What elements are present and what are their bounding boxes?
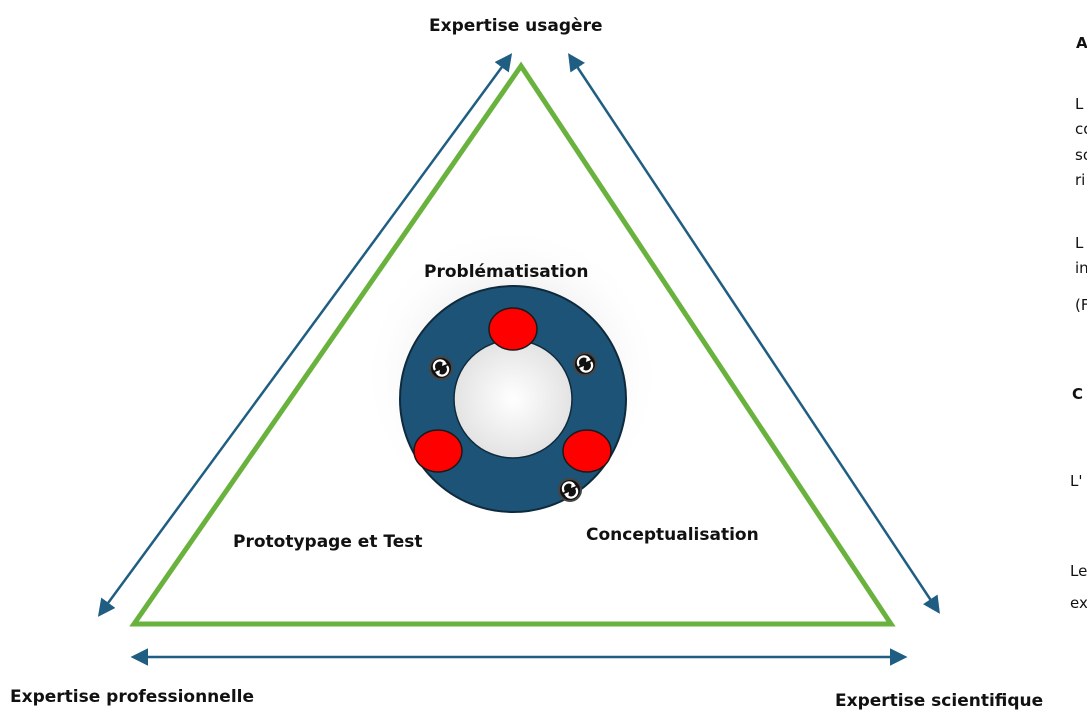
label-expertise-scientifique: Expertise scientifique xyxy=(835,691,1043,711)
green-triangle xyxy=(129,61,896,627)
side-heading-2: C xyxy=(1072,385,1083,403)
side-heading-1: A xyxy=(1076,34,1087,52)
label-problematisation: Problématisation xyxy=(424,262,589,282)
side-line: ex xyxy=(1070,594,1087,612)
side-line: in xyxy=(1075,259,1087,277)
cycle-icon xyxy=(429,356,453,380)
cycle-ring-hole xyxy=(453,339,573,459)
side-line: Le xyxy=(1070,562,1087,580)
cycle-icon xyxy=(558,478,582,502)
arrow-left-side xyxy=(97,53,513,617)
red-dot-right xyxy=(562,429,612,473)
label-prototypage-et-test: Prototypage et Test xyxy=(233,532,422,552)
side-line: L xyxy=(1075,234,1084,252)
red-dot-left xyxy=(413,429,463,473)
side-line: ri xyxy=(1075,171,1085,189)
label-expertise-usagere: Expertise usagère xyxy=(429,16,603,36)
label-conceptualisation: Conceptualisation xyxy=(586,525,759,545)
side-line: L' xyxy=(1070,472,1082,490)
side-line: co xyxy=(1075,120,1087,138)
cycle-icon xyxy=(573,352,597,376)
red-dot-top xyxy=(488,307,538,351)
label-expertise-professionnelle: Expertise professionnelle xyxy=(10,687,254,707)
arrow-right-side xyxy=(568,53,940,614)
side-line: (F xyxy=(1075,296,1087,314)
side-line: so xyxy=(1075,146,1087,164)
side-line: L xyxy=(1075,95,1084,113)
